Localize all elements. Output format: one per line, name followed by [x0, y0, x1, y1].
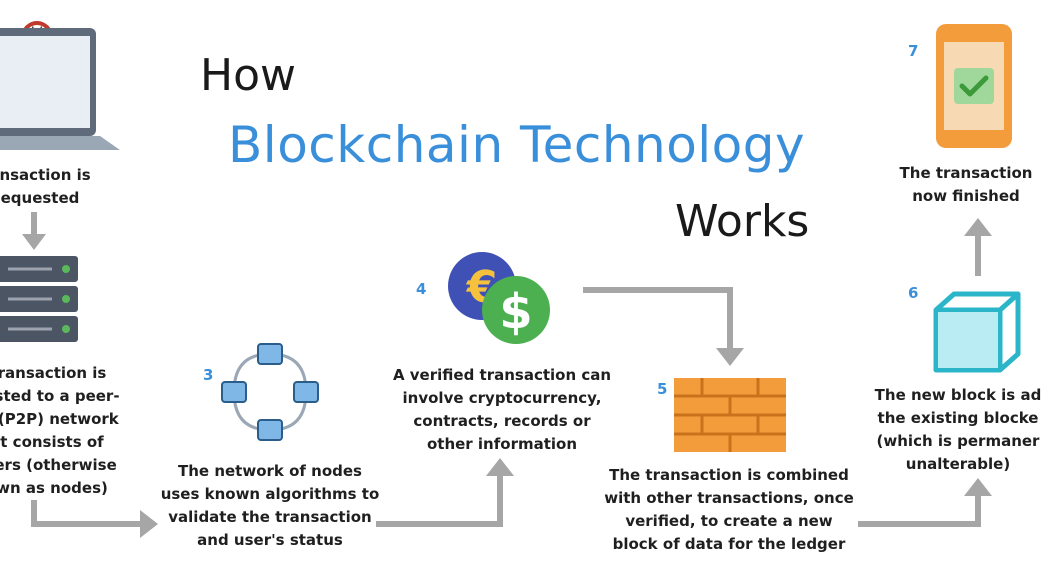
title-works: Works: [675, 196, 810, 247]
cube-icon: [930, 290, 1024, 374]
laptop-icon: [0, 20, 120, 150]
euro-dollar-coins-icon: € $: [446, 250, 558, 346]
arrow-5-6: [858, 494, 981, 527]
node-network-icon: [214, 340, 326, 444]
step-7-text: The transaction now finished: [899, 164, 1033, 205]
arrow-3-4: [376, 474, 503, 527]
step-7-number: 7: [908, 42, 919, 60]
title-how: How: [200, 50, 296, 101]
step-1-text: ansaction is equested: [0, 166, 91, 207]
flow-arrows: [22, 212, 992, 538]
arrow-2-3: [31, 500, 140, 527]
phone-checkmark-icon: [934, 22, 1014, 150]
step-3-text: The network of nodes uses known algorith…: [160, 462, 380, 549]
step-3-number: 3: [203, 366, 214, 384]
step-6-text: The new block is ad the existing blocke …: [874, 386, 1042, 473]
step-4-text: A verified transaction can involve crypt…: [392, 366, 612, 453]
page-title: Blockchain Technology: [228, 116, 806, 174]
brick-wall-icon: [674, 378, 786, 452]
step-6-number: 6: [908, 284, 919, 302]
server-stack-icon: [0, 254, 80, 346]
step-2-text: ransaction is asted to a peer- r (P2P) n…: [0, 364, 120, 497]
step-5-text: The transaction is combined with other t…: [604, 466, 854, 553]
svg-text:$: $: [499, 284, 532, 340]
step-4-number: 4: [416, 280, 427, 298]
arrow-4-5: [583, 287, 733, 350]
step-5-number: 5: [657, 380, 668, 398]
